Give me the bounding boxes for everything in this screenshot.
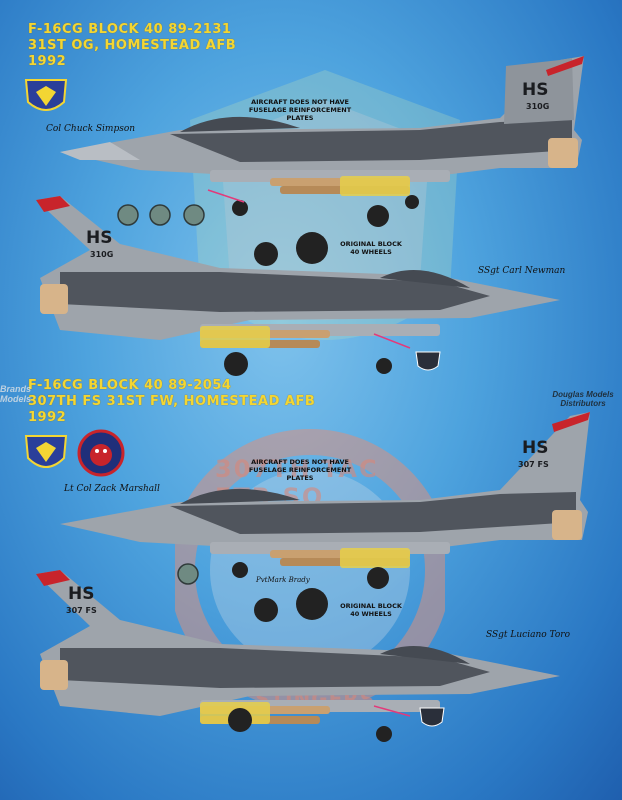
ordnance-3 <box>270 548 410 568</box>
sheet1-title-1: F-16CG BLOCK 40 89-2131 <box>28 22 232 37</box>
tail-serial-2: 310G <box>90 250 114 259</box>
sheet1-title-3: 1992 <box>28 54 67 69</box>
sheet2-title-2: 307TH FS 31ST FW, HOMESTEAD AFB <box>28 394 316 409</box>
aircraft-1 <box>60 56 584 266</box>
ordnance-2 <box>200 326 330 348</box>
tail-code-4: HS <box>68 584 95 604</box>
sheet2-nose-signature: PvtMark Brady <box>256 576 310 584</box>
sheet2-pilot-signature: Lt Col Zack Marshall <box>64 484 160 494</box>
31st-wing-badge-1 <box>22 76 70 122</box>
watermark-right: Douglas Models Distributors <box>552 390 614 408</box>
sheet1-note-wheels: ORIGINAL BLOCK 40 WHEELS <box>340 240 402 256</box>
sheet1-title-2: 31ST OG, HOMESTEAD AFB <box>28 38 237 53</box>
shield-icon <box>24 435 68 468</box>
tail-serial-3: 307 FS <box>518 460 549 469</box>
aircraft-4 <box>36 570 560 742</box>
307th-squadron-patch <box>76 428 126 482</box>
shield-icon <box>24 79 68 111</box>
tail-code-1: HS <box>522 80 549 100</box>
watermark-left: Brands Models <box>0 384 32 404</box>
squadron-patch-icon <box>77 429 125 477</box>
aircraft-3 <box>60 412 590 622</box>
sheet2-title-1: F-16CG BLOCK 40 89-2054 <box>28 378 232 393</box>
31st-wing-badge-2 <box>22 432 70 480</box>
tail-serial-1: 310G <box>526 102 550 111</box>
aircraft-2 <box>36 196 560 376</box>
sheet1-pilot-signature: Col Chuck Simpson <box>46 124 136 134</box>
sheet2-note-wheels: ORIGINAL BLOCK 40 WHEELS <box>340 602 402 618</box>
sheet2-note-reinforcement: AIRCRAFT DOES NOT HAVE FUSELAGE REINFORC… <box>248 458 352 482</box>
small-badges-1 <box>117 204 445 727</box>
tail-serial-4: 307 FS <box>66 606 97 615</box>
tail-code-2: HS <box>86 228 113 248</box>
sheet2-title-3: 1992 <box>28 410 67 425</box>
sheet1-note-reinforcement: AIRCRAFT DOES NOT HAVE FUSELAGE REINFORC… <box>248 98 352 122</box>
sheet2-crew-signature: SSgt Luciano Toro <box>486 630 570 640</box>
ordnance-1 <box>270 176 410 196</box>
sheet1-crew-signature: SSgt Carl Newman <box>478 266 566 276</box>
tail-code-3: HS <box>522 438 549 458</box>
